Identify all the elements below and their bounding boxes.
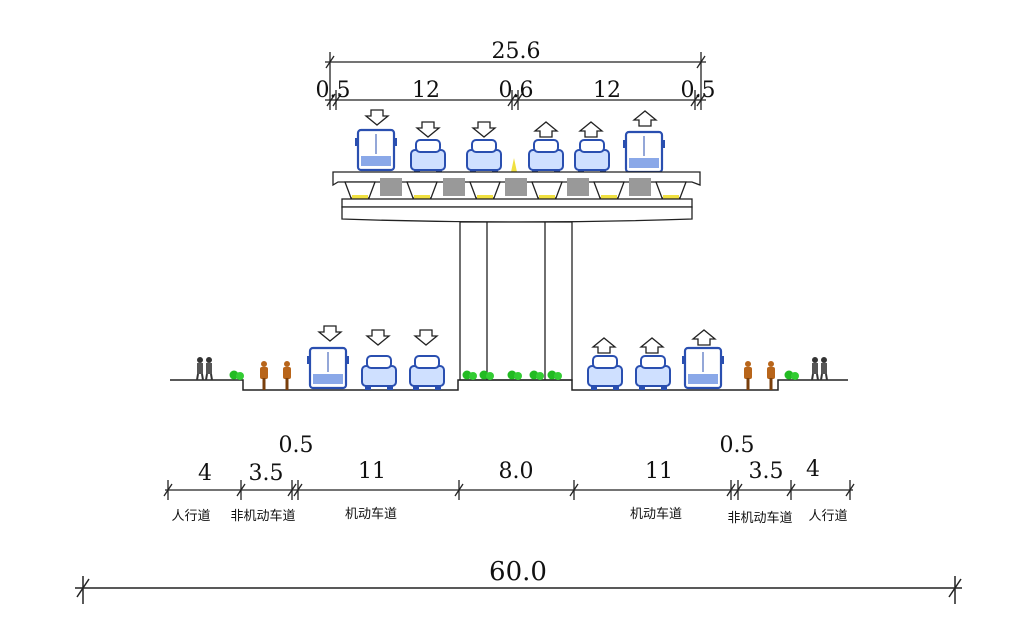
top-dim-2: 12 xyxy=(412,78,440,103)
bus-icon xyxy=(305,346,351,390)
viaduct-deck xyxy=(332,171,701,223)
bus-icon xyxy=(680,346,726,390)
pedestrian-icon xyxy=(205,356,213,381)
direction-down-icon xyxy=(318,325,342,342)
pedestrian-icon xyxy=(811,356,819,381)
dim-bike-lane-right: 3.5 xyxy=(749,459,784,484)
dim-median: 8.0 xyxy=(499,459,534,484)
car-icon xyxy=(466,139,502,175)
overall-width: 60.0 xyxy=(489,557,547,587)
label-sidewalk-right: 人行道 xyxy=(808,509,847,524)
pedestrian-icon xyxy=(196,356,204,381)
dim-motor-lane-left: 11 xyxy=(358,459,386,484)
direction-down-icon xyxy=(472,121,496,138)
cyclist-icon xyxy=(744,361,752,390)
dim-sidewalk-left: 4 xyxy=(198,461,212,486)
label-bike-lane-left: 非机动车道 xyxy=(230,508,295,524)
direction-up-icon xyxy=(633,110,657,127)
dim-separator-right: 0.5 xyxy=(720,433,755,458)
elevated-traffic xyxy=(353,109,667,175)
median-light-icon xyxy=(511,158,517,172)
direction-down-icon xyxy=(416,121,440,138)
pedestrian-icon xyxy=(820,356,828,381)
direction-down-icon xyxy=(365,109,389,126)
top-dim-5: 0.5 xyxy=(681,78,716,103)
car-icon xyxy=(574,139,610,175)
top-dim-4: 12 xyxy=(593,78,621,103)
label-motor-lane-left: 机动车道 xyxy=(345,506,397,522)
top-total-width: 25.6 xyxy=(492,39,541,64)
dim-sidewalk-right: 4 xyxy=(806,457,820,482)
bus-icon xyxy=(621,130,667,174)
direction-down-icon xyxy=(414,329,438,346)
direction-up-icon xyxy=(592,337,616,354)
cyclist-icon xyxy=(260,361,268,390)
ground-profile xyxy=(170,379,848,391)
label-sidewalk-left: 人行道 xyxy=(171,509,210,524)
top-dimension xyxy=(325,52,706,110)
dim-bike-lane-left: 3.5 xyxy=(249,461,284,486)
label-motor-lane-right: 机动车道 xyxy=(630,506,682,522)
cyclist-icon xyxy=(767,361,775,390)
direction-down-icon xyxy=(366,329,390,346)
label-bike-lane-right: 非机动车道 xyxy=(727,510,792,526)
bus-icon xyxy=(353,128,399,172)
direction-up-icon xyxy=(640,337,664,354)
bottom-dimension xyxy=(163,480,855,500)
top-dim-3: 0.6 xyxy=(499,78,534,103)
dim-motor-lane-right: 11 xyxy=(645,459,673,484)
dim-separator-left: 0.5 xyxy=(279,433,314,458)
car-icon xyxy=(410,139,446,175)
car-icon xyxy=(361,355,397,391)
car-icon xyxy=(587,355,623,391)
car-icon xyxy=(409,355,445,391)
direction-up-icon xyxy=(692,329,716,346)
car-icon xyxy=(528,139,564,175)
tree-icon xyxy=(784,370,799,380)
direction-up-icon xyxy=(534,121,558,138)
top-dim-1: 0.5 xyxy=(316,78,351,103)
direction-up-icon xyxy=(579,121,603,138)
overall-dimension xyxy=(75,576,962,604)
cyclist-icon xyxy=(283,361,291,390)
pier xyxy=(459,221,573,381)
tree-icon xyxy=(229,370,244,380)
car-icon xyxy=(635,355,671,391)
